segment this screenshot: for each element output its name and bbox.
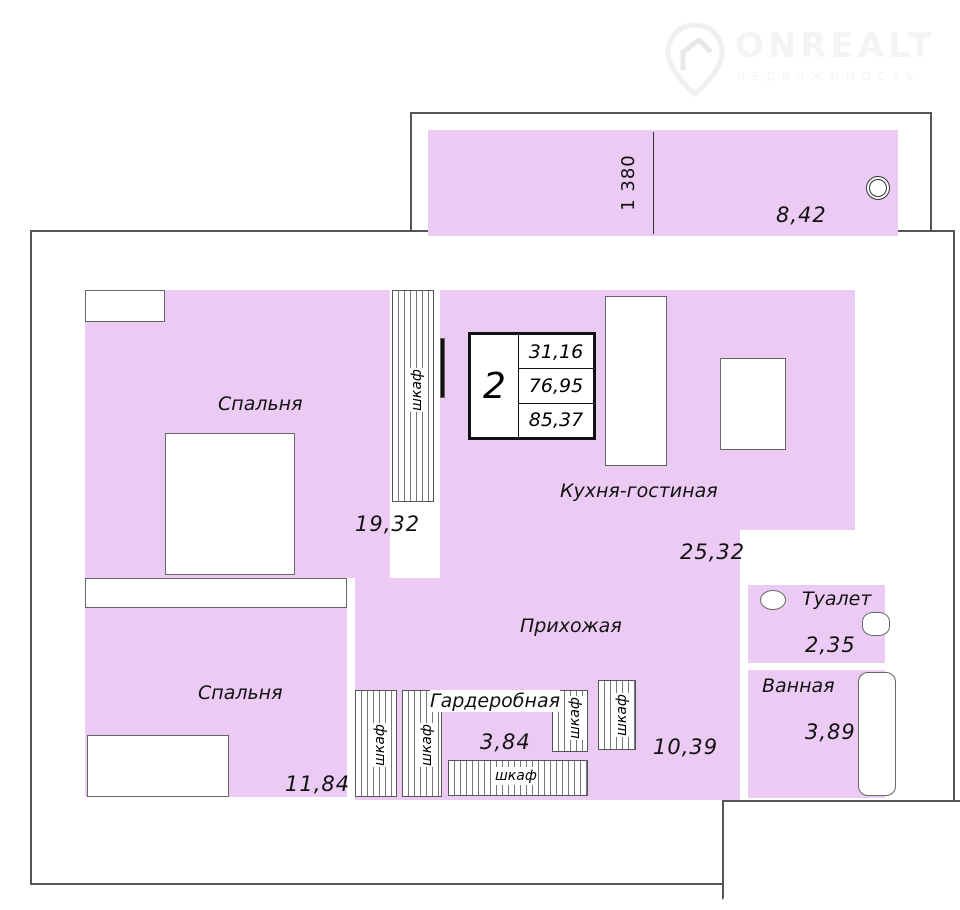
- apartment-summary: 2 31,16 76,95 85,37: [468, 332, 596, 440]
- living-area: 31,16: [519, 335, 593, 370]
- dimension-line: [653, 132, 654, 234]
- toilet-label: Туалет: [802, 588, 872, 610]
- wardrobe-label: Гардеробная: [430, 690, 561, 712]
- balcony-area: 8,42: [776, 203, 827, 227]
- toilet-area: 2,35: [805, 633, 856, 657]
- closet-bedroom-1: шкаф: [392, 290, 434, 502]
- bed: [165, 433, 295, 575]
- balcony-dimension: 1 380: [617, 154, 639, 211]
- kitchen-living-label: Кухня-гостиная: [560, 480, 718, 502]
- bathroom-area: 3,89: [805, 720, 856, 744]
- kitchen-living-area: 25,32: [680, 540, 746, 564]
- hallway-label: Прихожая: [520, 615, 622, 637]
- room-kitchen-living-lower: [440, 528, 740, 580]
- hallway-area: 10,39: [653, 735, 719, 759]
- logo-title: ONREALT: [735, 26, 936, 66]
- room-count: 2: [471, 335, 519, 437]
- partition-strip: [85, 578, 347, 608]
- bedroom-2-label: Спальня: [198, 682, 283, 704]
- bathroom-label: Ванная: [762, 675, 835, 697]
- logo-subtitle: НЕДВИЖИМОСТЬ: [737, 70, 921, 83]
- house-pin-icon: [665, 22, 725, 98]
- total-area: 76,95: [519, 369, 593, 404]
- single-bed: [87, 735, 229, 797]
- dining-table: [720, 358, 786, 450]
- logo: ONREALT НЕДВИЖИМОСТЬ: [665, 22, 931, 101]
- balcony-drain-icon: [866, 176, 890, 200]
- sink: [760, 590, 786, 610]
- closet-hallway: шкаф: [598, 680, 636, 750]
- bedroom-1-label: Спальня: [218, 393, 303, 415]
- bathtub: [858, 672, 896, 796]
- balcony: [428, 130, 898, 236]
- closet-bedroom-2: шкаф: [355, 690, 397, 797]
- toilet: [862, 612, 890, 636]
- total-area-with-balcony: 85,37: [528, 409, 584, 432]
- bedroom-2-area: 11,84: [285, 772, 351, 796]
- wardrobe-area: 3,84: [480, 730, 531, 754]
- bedroom-1-area: 19,32: [355, 512, 421, 536]
- desk: [85, 290, 165, 322]
- outer-notch: [722, 800, 960, 900]
- sofa: [605, 296, 667, 466]
- closet-wardrobe-bottom: шкаф: [448, 760, 588, 796]
- tv: [440, 338, 445, 398]
